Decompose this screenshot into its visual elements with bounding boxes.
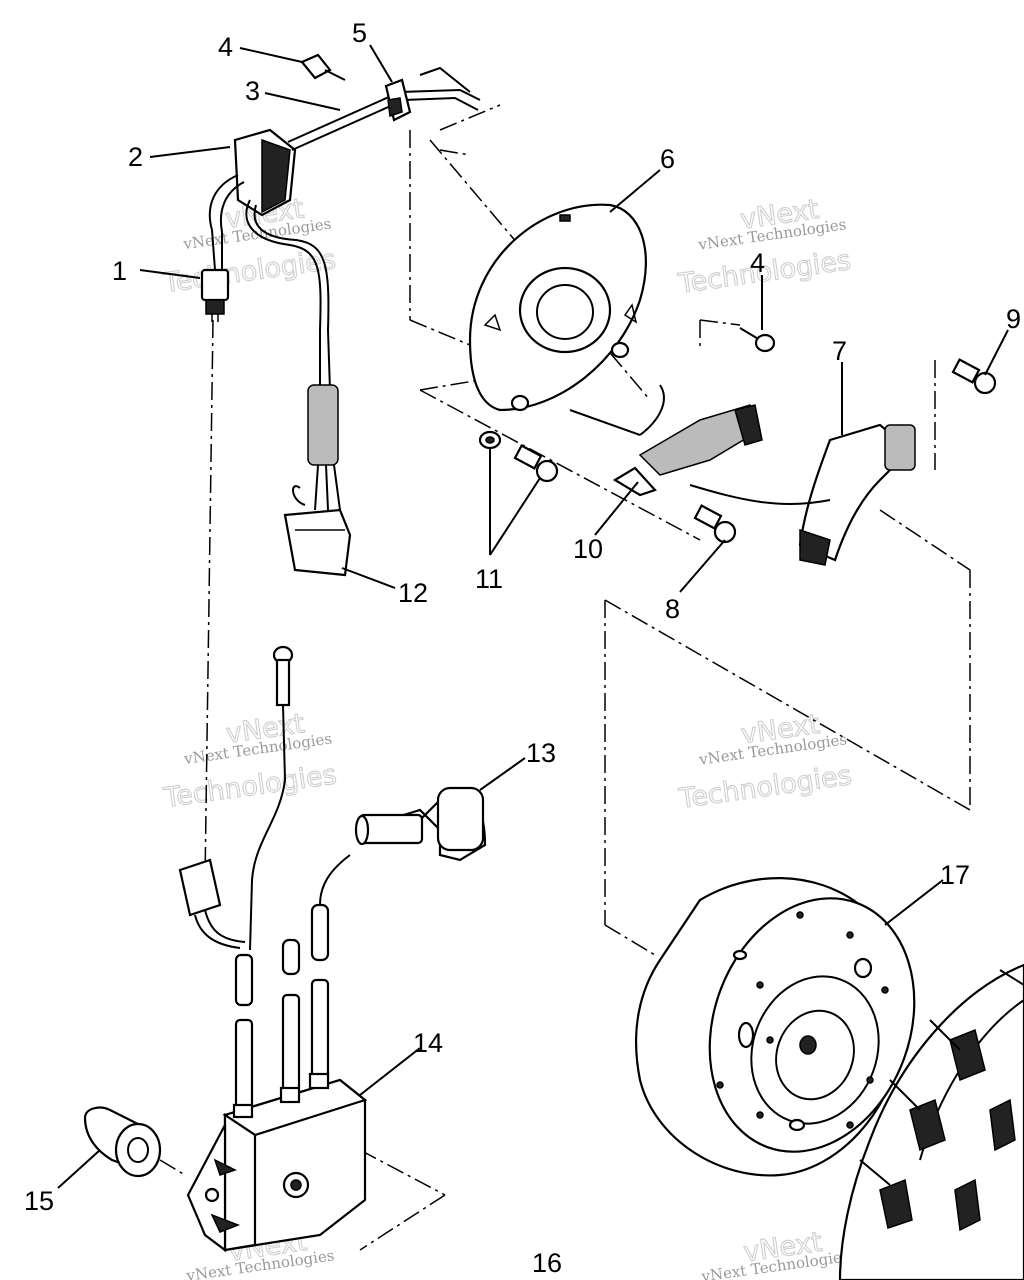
callout-10: 10	[573, 534, 603, 564]
callout-2: 2	[128, 142, 143, 172]
callout-5: 5	[352, 18, 367, 48]
part-5-clamp	[384, 78, 412, 122]
part-6-stator-plate	[468, 203, 647, 412]
callout-11: 11	[475, 564, 503, 594]
callout-16: 16	[532, 1248, 562, 1278]
watermark-mid-left: vNext vNext Technologies Technologies	[161, 708, 339, 815]
part-9-screw	[951, 358, 997, 395]
part-2-rectifier	[208, 128, 330, 331]
watermark-top-right: vNext vNext Technologies Technologies	[675, 193, 853, 300]
part-17-flywheel	[634, 877, 916, 1177]
callout-14: 14	[413, 1028, 443, 1058]
part-4-bolt-right	[739, 327, 776, 353]
watermark-mid-right: vNext vNext Technologies Technologies	[676, 708, 854, 815]
callout-6: 6	[660, 144, 675, 174]
callout-4: 4	[218, 32, 233, 62]
watermark-bottom-right: vNext vNext Technologies	[699, 1226, 850, 1280]
harness-connector-lower	[178, 858, 246, 949]
part-3-wire	[287, 66, 481, 151]
callout-12: 12	[398, 578, 428, 608]
callout-4-right: 4	[750, 248, 765, 278]
leader-lines	[57, 44, 1009, 1189]
callout-9: 9	[1006, 304, 1021, 334]
callout-13: 13	[526, 738, 556, 768]
part-15-bushing	[83, 1106, 162, 1178]
part-14-cdi-box	[186, 1072, 368, 1253]
callout-3: 3	[245, 76, 260, 106]
part-10-lighting-coil	[569, 384, 763, 497]
callout-17: 17	[940, 860, 970, 890]
alignment-lines	[159, 104, 971, 1251]
part-11-screw-washer	[478, 430, 559, 483]
callout-8: 8	[665, 594, 680, 624]
ground-wire-terminal	[249, 645, 294, 951]
part-7-pulser-coil	[689, 423, 916, 566]
ignition-lead-tubes	[234, 854, 351, 1112]
callout-1: 1	[112, 256, 127, 286]
part-4-bolt-top	[300, 53, 346, 81]
part-13-spark-plug-cap	[354, 786, 487, 862]
part-16-cooling-fan	[838, 963, 1024, 1280]
part-12-connector-block	[283, 329, 352, 577]
callout-7: 7	[832, 336, 847, 366]
callout-labels: 1 2 3 4 4 5 6 7 8 9 10 11 12 13 14 15 16…	[24, 18, 1021, 1278]
callout-15: 15	[24, 1186, 54, 1216]
part-8-screw	[693, 504, 737, 544]
part-1-connector	[200, 268, 230, 322]
